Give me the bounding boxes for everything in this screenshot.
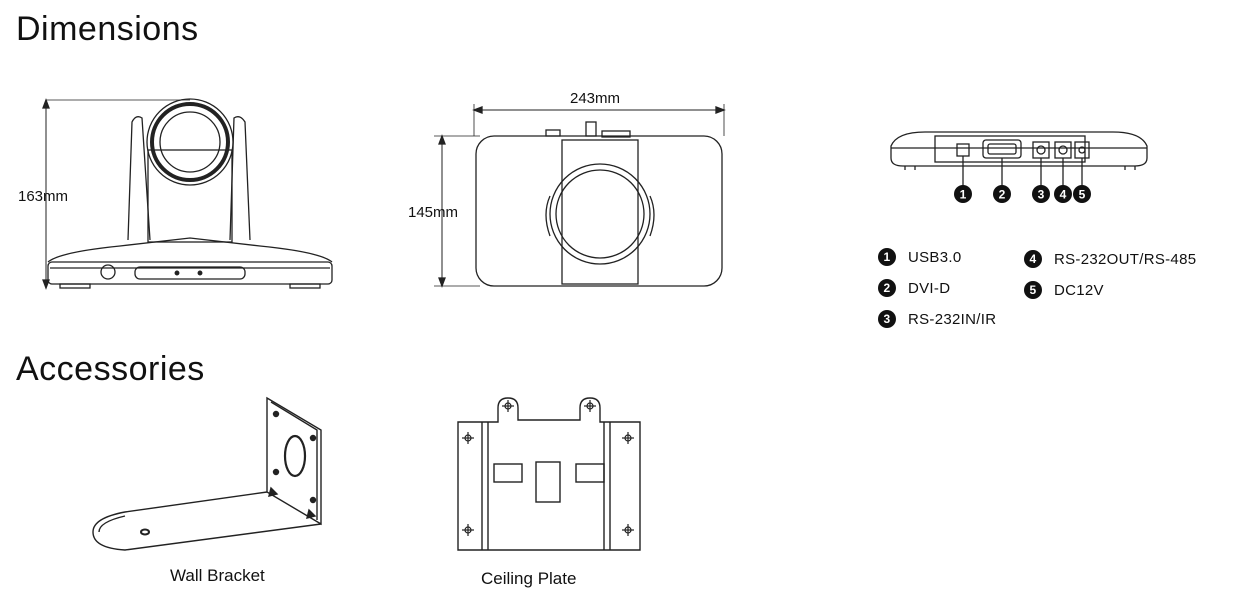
wall-bracket-caption: Wall Bracket (170, 566, 265, 585)
port-marker-3-icon (1032, 185, 1050, 203)
port-marker-1-icon (954, 185, 972, 203)
wall-bracket-drawing (92, 396, 322, 551)
legend-item-dvi: 2 DVI-D (878, 279, 950, 297)
port-marker-2: 2 (999, 188, 1006, 202)
port-legend: 1 USB3.0 2 DVI-D 3 RS-232IN/IR 4 RS-232O… (878, 248, 1238, 338)
camera-front-view (42, 98, 333, 290)
ceiling-plate-caption: Ceiling Plate (481, 569, 577, 588)
legend-label: RS-232IN/IR (908, 310, 997, 328)
port-marker-2-icon (993, 185, 1011, 203)
legend-number-badge: 5 (1024, 281, 1042, 299)
legend-item-usb: 1 USB3.0 (878, 248, 962, 266)
port-marker-5: 5 (1079, 188, 1086, 202)
accessories-heading: Accessories (16, 350, 205, 388)
dimensions-heading: Dimensions (16, 10, 199, 48)
legend-number-badge: 1 (878, 248, 896, 266)
legend-label: USB3.0 (908, 248, 962, 266)
width-dimension-label: 243mm (570, 90, 621, 107)
port-marker-3: 3 (1038, 188, 1045, 202)
port-marker-1: 1 (960, 188, 967, 202)
legend-number-badge: 2 (878, 279, 896, 297)
legend-label: RS-232OUT/RS-485 (1054, 250, 1197, 268)
port-marker-5-icon (1073, 185, 1091, 203)
legend-item-dc12v: 5 DC12V (1024, 281, 1104, 299)
legend-number-badge: 4 (1024, 250, 1042, 268)
camera-top-view (434, 104, 726, 288)
usb-port-shape (956, 143, 970, 157)
height-dimension-label: 163mm (18, 188, 69, 205)
legend-label: DVI-D (908, 279, 951, 297)
depth-dimension-label: 145mm (408, 204, 459, 221)
legend-item-rs232in: 3 RS-232IN/IR (878, 310, 996, 328)
legend-number-badge: 3 (878, 310, 896, 328)
port-marker-4: 4 (1060, 188, 1067, 202)
ceiling-plate-drawing (457, 397, 641, 551)
legend-item-rs232out: 4 RS-232OUT/RS-485 (1024, 250, 1196, 268)
legend-label: DC12V (1054, 281, 1104, 299)
camera-rear-view: 1 2 3 4 5 (890, 131, 1148, 203)
port-marker-4-icon (1054, 185, 1072, 203)
